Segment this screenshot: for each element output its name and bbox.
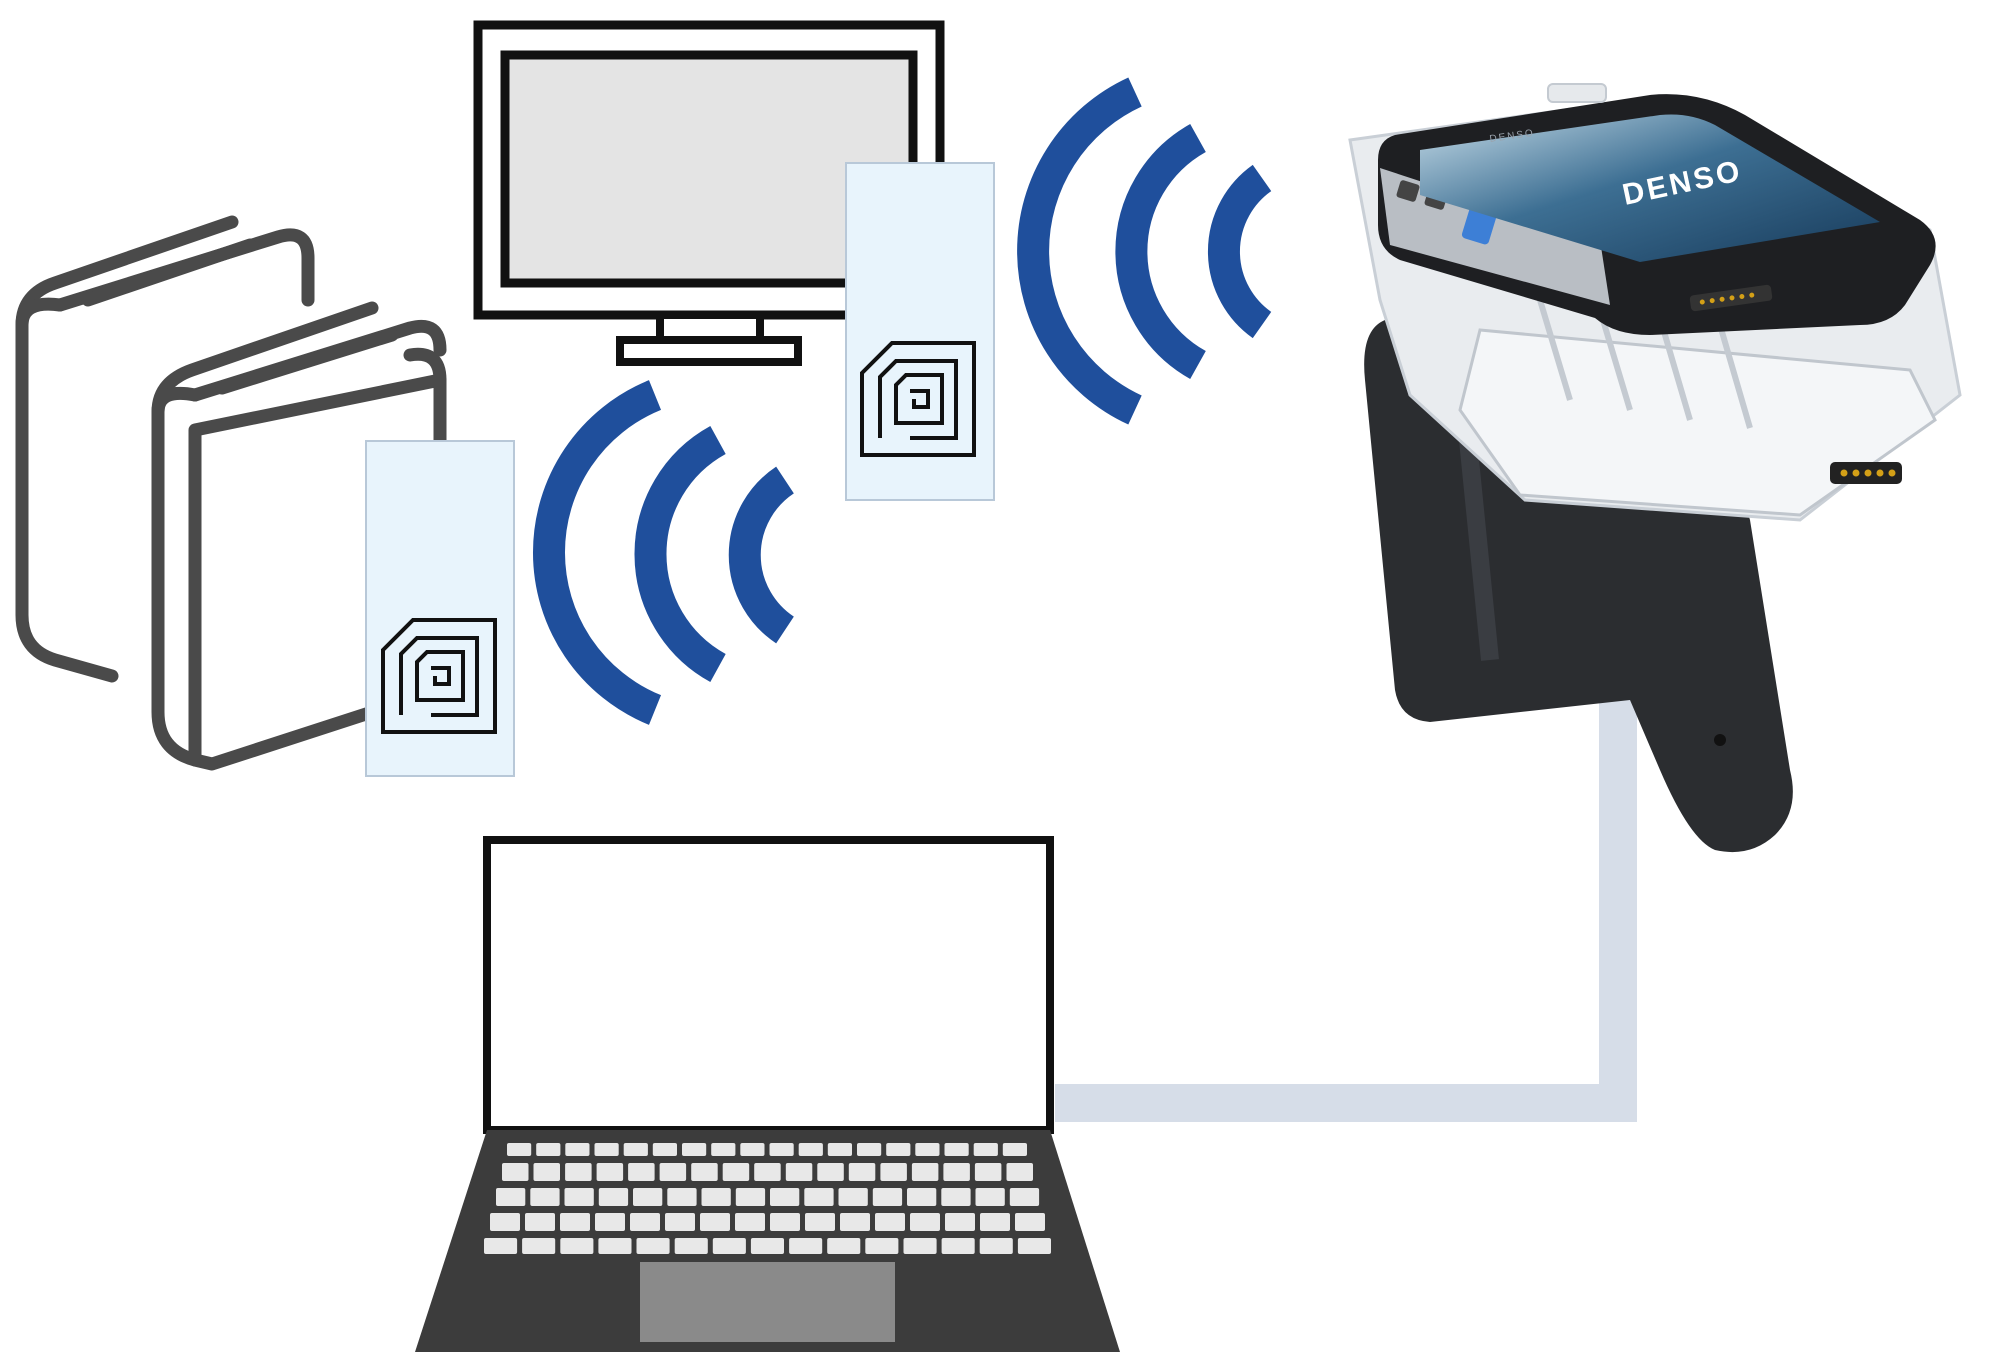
laptop-keys [484, 1143, 1051, 1254]
laptop-key [915, 1143, 940, 1156]
laptop-key [490, 1213, 520, 1231]
laptop-key [560, 1213, 590, 1231]
laptop-key [594, 1143, 619, 1156]
laptop-key [1015, 1213, 1045, 1231]
laptop-key [827, 1143, 852, 1156]
laptop-key [943, 1163, 970, 1181]
laptop-key [789, 1238, 823, 1254]
laptop-key [910, 1213, 940, 1231]
laptop-key [565, 1143, 590, 1156]
laptop-key [525, 1213, 555, 1231]
laptop-key [667, 1188, 697, 1206]
laptop-key [533, 1163, 560, 1181]
rfid-tag-books [365, 440, 515, 777]
laptop-key [817, 1163, 844, 1181]
laptop-key [636, 1238, 670, 1254]
laptop-key [652, 1143, 677, 1156]
laptop-key [665, 1213, 695, 1231]
laptop-key [872, 1188, 903, 1206]
laptop-key [630, 1213, 660, 1231]
laptop-key [980, 1213, 1010, 1231]
laptop-key [691, 1163, 718, 1181]
laptop-key [907, 1188, 937, 1206]
laptop-key [633, 1188, 663, 1206]
laptop-key [530, 1188, 560, 1206]
laptop-key [740, 1143, 765, 1156]
laptop-key [560, 1238, 594, 1254]
laptop-key [722, 1163, 750, 1181]
laptop-key [735, 1188, 766, 1206]
laptop-key [875, 1213, 905, 1231]
laptop-key [564, 1188, 594, 1206]
laptop-key [974, 1163, 1002, 1181]
laptop-key [1009, 1188, 1040, 1206]
laptop-key [565, 1163, 592, 1181]
laptop-key [975, 1188, 1005, 1206]
laptop-key [769, 1143, 794, 1156]
laptop-key [848, 1163, 876, 1181]
laptop-key [700, 1213, 730, 1231]
laptop-key [838, 1188, 868, 1206]
handheld-reader-icon: DENSO DENSO [1348, 83, 1962, 853]
laptop-key [496, 1188, 526, 1206]
laptop-key [785, 1163, 813, 1181]
usb-cable [1055, 700, 1637, 1122]
laptop-key [712, 1238, 746, 1254]
laptop-key [711, 1143, 736, 1156]
laptop-key [911, 1163, 939, 1181]
laptop-key [941, 1188, 971, 1206]
rfid-tag-monitor [845, 162, 995, 501]
laptop-key [941, 1238, 975, 1254]
laptop-key [944, 1143, 969, 1156]
laptop-key [886, 1143, 911, 1156]
laptop-key [502, 1163, 529, 1181]
laptop-key [659, 1163, 687, 1181]
laptop-key [536, 1143, 561, 1156]
wireless-waves-icon [1017, 77, 1272, 425]
laptop-key [903, 1238, 937, 1254]
laptop-key [865, 1238, 899, 1254]
laptop-key [945, 1213, 975, 1231]
laptop-key [484, 1238, 518, 1254]
laptop-key [1006, 1163, 1033, 1181]
laptop-key [598, 1238, 632, 1254]
laptop-key [973, 1143, 998, 1156]
laptop-key [701, 1188, 731, 1206]
laptop-key [798, 1143, 823, 1156]
laptop-icon [415, 836, 1120, 1352]
laptop-key [595, 1213, 625, 1231]
laptop-key [750, 1238, 784, 1254]
laptop-key [754, 1163, 781, 1181]
laptop-key [628, 1163, 655, 1181]
wireless-waves-icon [532, 380, 795, 725]
laptop-key [674, 1238, 708, 1254]
laptop-key [1017, 1238, 1051, 1254]
laptop-key [596, 1163, 624, 1181]
laptop-key [840, 1213, 870, 1231]
laptop-key [770, 1213, 800, 1231]
laptop-key [507, 1143, 532, 1156]
rfid-tag-icon [860, 341, 976, 457]
laptop-key [598, 1188, 629, 1206]
laptop-key [880, 1163, 907, 1181]
laptop-key [623, 1143, 648, 1156]
laptop-key [522, 1238, 556, 1254]
laptop-key [770, 1188, 800, 1206]
laptop-key [682, 1143, 707, 1156]
laptop-key [857, 1143, 882, 1156]
laptop-key [735, 1213, 765, 1231]
laptop-key [1002, 1143, 1027, 1156]
books-icon [15, 215, 447, 771]
laptop-key [827, 1238, 861, 1254]
rfid-tag-icon [381, 618, 497, 734]
laptop-key [979, 1238, 1013, 1254]
laptop-key [804, 1188, 834, 1206]
laptop-touchpad [640, 1262, 895, 1342]
laptop-key [805, 1213, 835, 1231]
